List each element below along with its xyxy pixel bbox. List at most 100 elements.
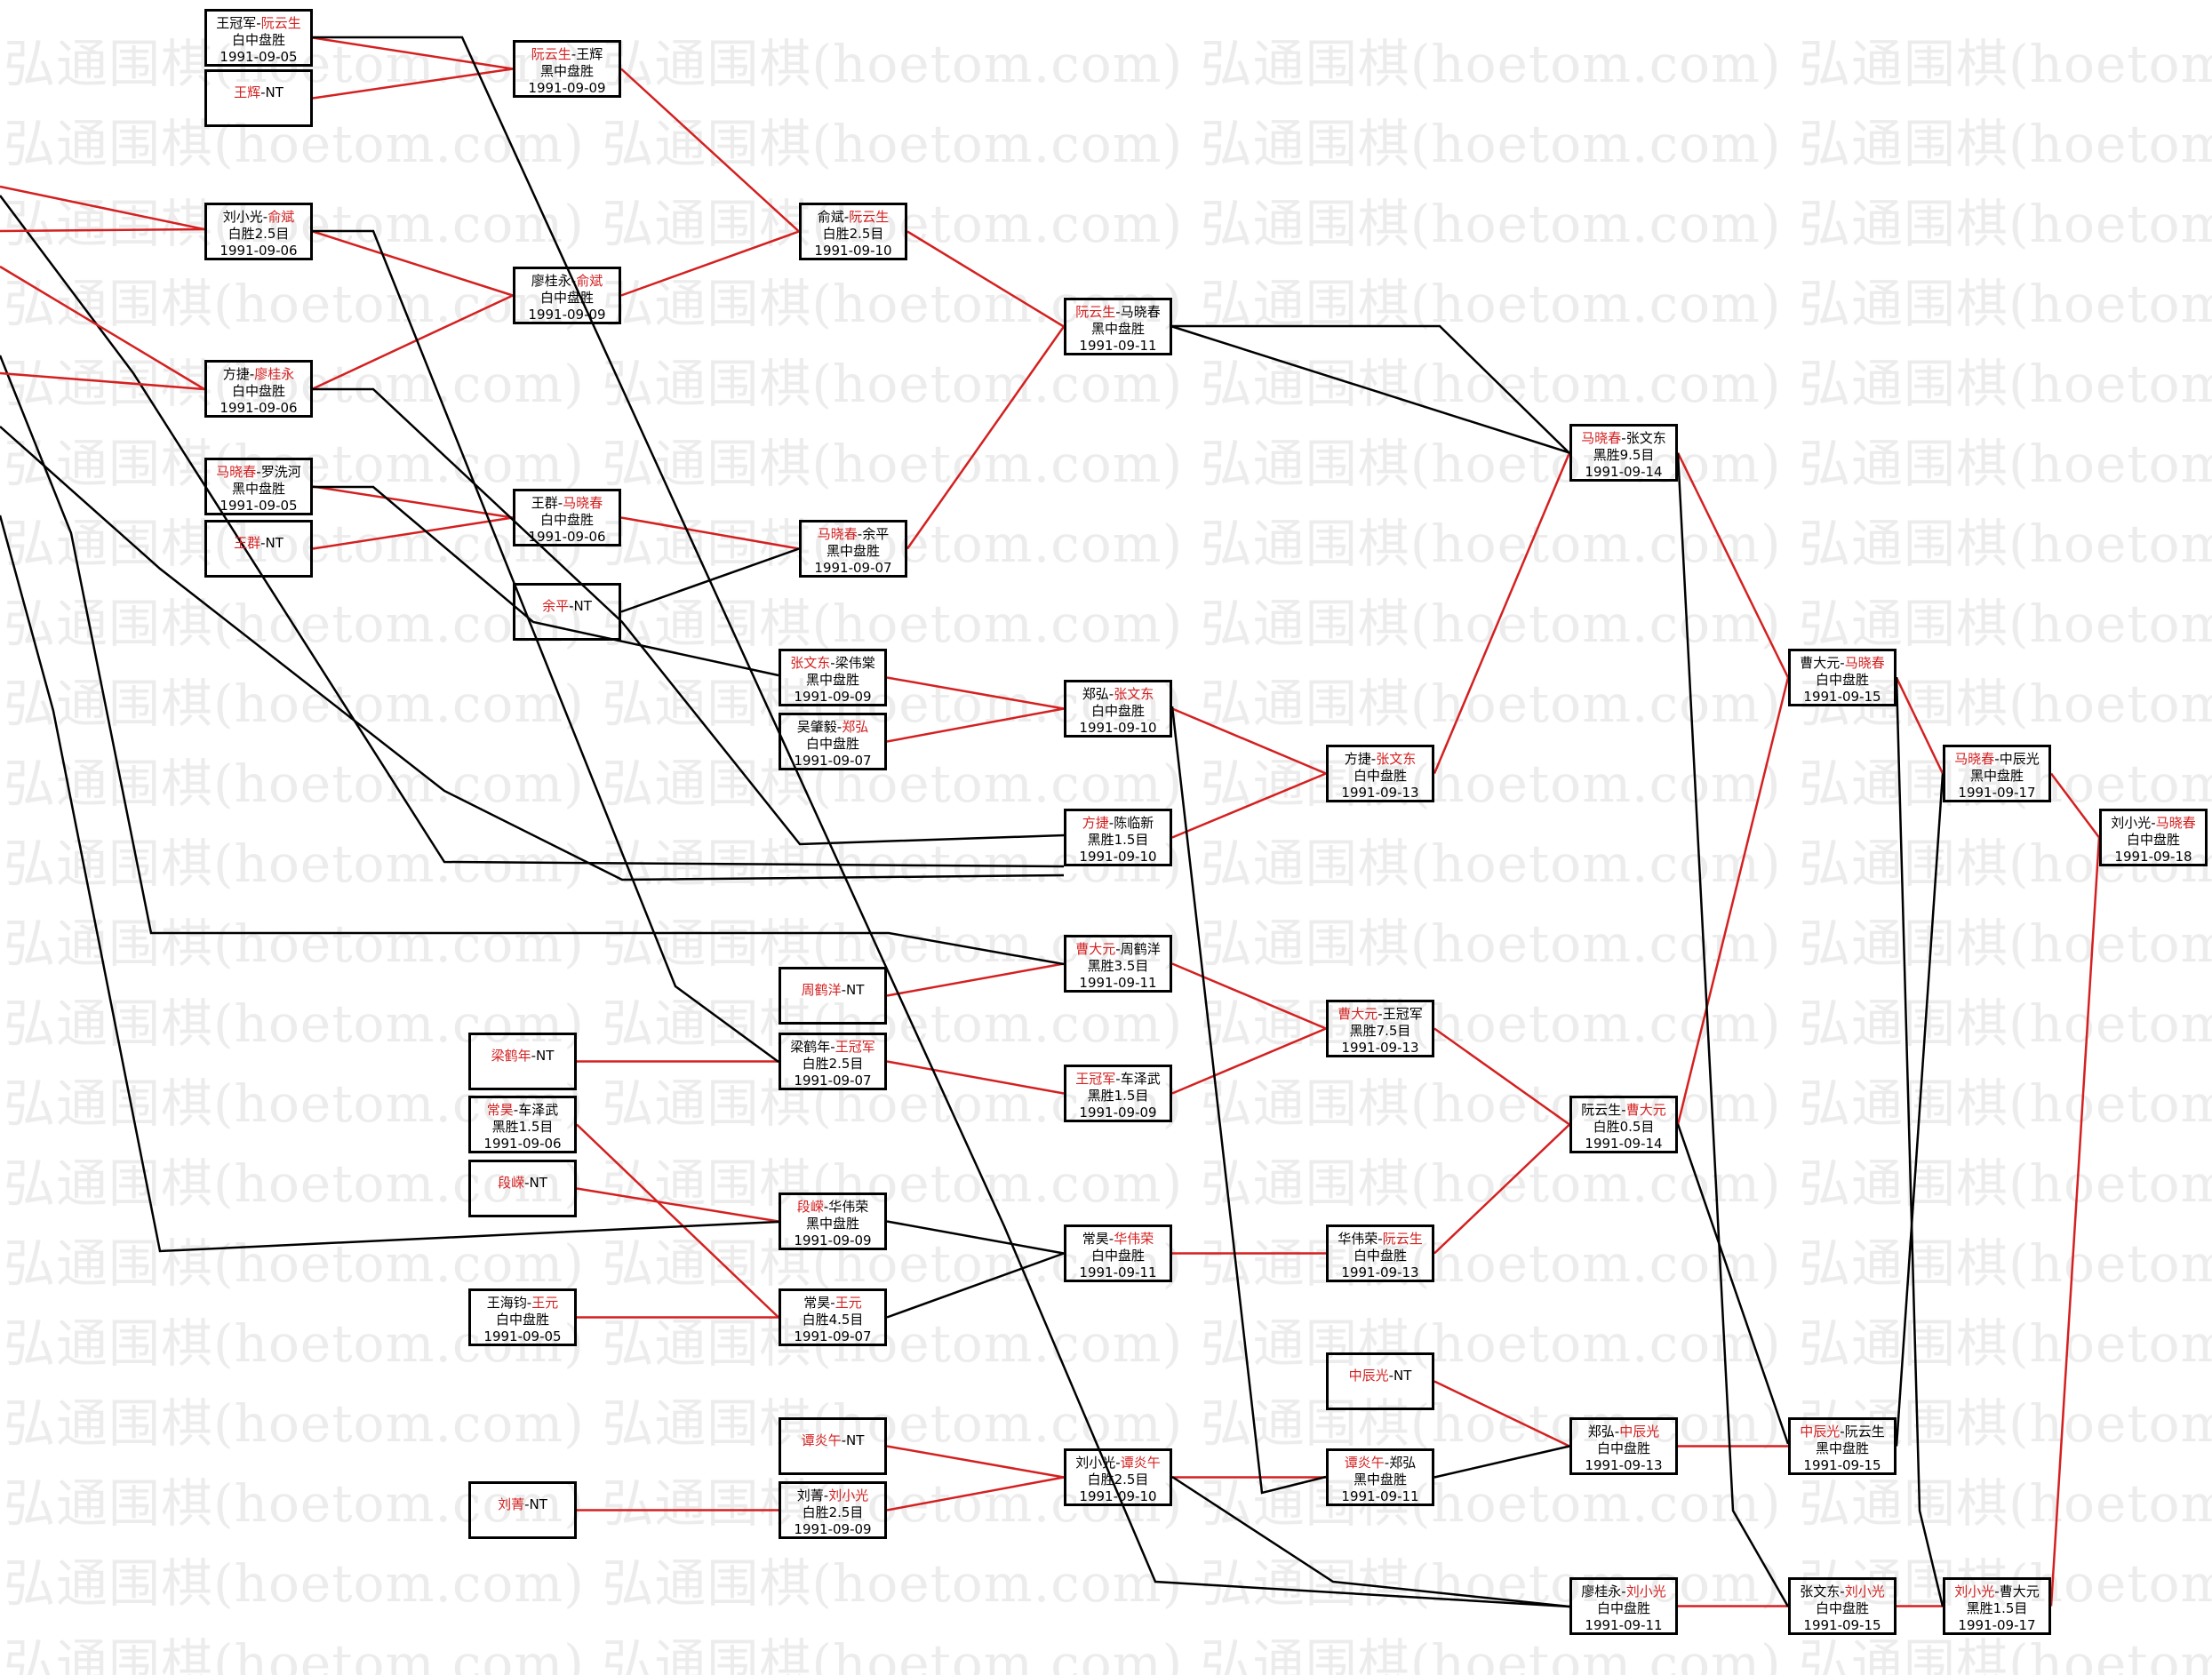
player-black: 中辰光 — [1800, 1424, 1841, 1440]
game-players: 方捷-张文东 — [1329, 751, 1432, 768]
player-black: 梁鹤年 — [491, 1048, 531, 1064]
player-white: 马晓春 — [1120, 304, 1161, 320]
player-black: 谭炎午 — [801, 1432, 842, 1448]
player-black: 王辉 — [234, 84, 261, 100]
game-result: 白胜2.5目 — [228, 226, 290, 242]
game-players: 中辰光-阮云生 — [1791, 1424, 1894, 1440]
game-date: 1991-09-18 — [2114, 849, 2192, 865]
dash: - — [1108, 815, 1114, 831]
dash: - — [1614, 1424, 1620, 1440]
game-result: 白中盘胜 — [1815, 1600, 1869, 1616]
player-black: 马晓春 — [1581, 430, 1622, 446]
game-result: 白胜2.5目 — [822, 226, 884, 242]
game-result: 白中盘胜 — [231, 32, 285, 48]
dash: - — [262, 209, 268, 225]
bracket-line — [0, 265, 205, 391]
bracket-line — [1676, 677, 1790, 1125]
bracket-line — [0, 195, 1065, 868]
bracket-line — [620, 230, 800, 297]
game-result: 白中盘胜 — [1353, 1248, 1407, 1264]
player-white: -NT — [531, 1048, 555, 1064]
player-white: 罗洗河 — [260, 464, 301, 480]
dash: - — [1621, 1583, 1626, 1599]
game-result: 白中盘胜 — [1596, 1600, 1650, 1616]
player-black: 俞斌 — [817, 209, 844, 225]
player-black: 张文东 — [1800, 1583, 1841, 1599]
bracket-line — [313, 229, 779, 1064]
player-white: 刘小光 — [1844, 1583, 1885, 1599]
dash: - — [1108, 1231, 1114, 1247]
game-result: 白中盘胜 — [1353, 768, 1407, 784]
dash: - — [249, 366, 255, 382]
game-players: 曹大元-周鹤洋 — [1066, 941, 1170, 958]
game-players: 王冠军-阮云生 — [207, 15, 310, 32]
bracket-line — [313, 36, 1570, 1608]
bracket-line — [886, 1445, 1065, 1479]
player-white: -NT — [524, 1496, 547, 1512]
game-players: 方捷-陈临新 — [1066, 815, 1170, 832]
player-white: 王冠军 — [1382, 1006, 1423, 1022]
game-box: 刘菁-NT — [468, 1481, 577, 1539]
game-date: 1991-09-13 — [1341, 1264, 1419, 1280]
bracket-line — [312, 294, 514, 390]
game-players: 郑弘-中辰光 — [1572, 1424, 1675, 1440]
dash: - — [1621, 1102, 1626, 1118]
game-date: 1991-09-13 — [1341, 1040, 1419, 1056]
game-result: 白胜2.5目 — [1087, 1472, 1149, 1488]
player-white: 曹大元 — [1999, 1583, 2040, 1599]
game-date: 1991-09-17 — [1958, 785, 2036, 801]
player-white: 张文东 — [1625, 430, 1666, 446]
game-date: 1991-09-09 — [794, 1521, 872, 1537]
player-black: 王冠军 — [216, 15, 257, 31]
game-result: 白中盘胜 — [539, 290, 594, 306]
game-players: 郑弘-张文东 — [1066, 686, 1170, 703]
dash: - — [1108, 686, 1114, 702]
player-black: 马晓春 — [817, 526, 858, 542]
game-date: 1991-09-17 — [1958, 1617, 2036, 1633]
player-white: 王元 — [834, 1295, 862, 1311]
game-players: 曹大元-王冠军 — [1329, 1006, 1432, 1023]
game-date: 1991-09-06 — [220, 400, 298, 416]
dash: - — [1840, 1424, 1845, 1440]
game-date: 1991-09-05 — [483, 1328, 562, 1344]
game-date: 1991-09-06 — [483, 1136, 562, 1152]
bracket-line — [1170, 706, 1327, 1495]
game-players: 曹大元-马晓春 — [1791, 655, 1894, 672]
player-black: 吴肇毅 — [796, 719, 837, 735]
player-white: 华伟荣 — [828, 1199, 869, 1215]
game-result: 黑中盘胜 — [1353, 1472, 1407, 1488]
player-white: 马晓春 — [2155, 815, 2196, 831]
game-result: 白胜4.5目 — [802, 1312, 864, 1328]
player-white: 廖桂永 — [254, 366, 295, 382]
game-result: 白中盘胜 — [495, 1312, 549, 1328]
game-result: 白中盘胜 — [1090, 1248, 1145, 1264]
player-white: -NT — [841, 982, 865, 998]
game-players: 梁鹤年-王冠军 — [781, 1039, 884, 1056]
bracket-line — [1171, 1475, 1570, 1608]
game-result: 黑中盘胜 — [1969, 768, 2024, 784]
player-black: 方捷 — [1082, 815, 1109, 831]
player-white: 中辰光 — [1999, 751, 2040, 767]
bracket-line — [1433, 1445, 1570, 1479]
bracket-line — [1433, 1123, 1570, 1255]
game-players: 中辰光-NT — [1329, 1368, 1432, 1384]
bracket-line — [1433, 452, 1571, 774]
game-date: 1991-09-11 — [1079, 975, 1157, 991]
game-date: 1991-09-06 — [220, 243, 298, 259]
bracket-line — [886, 962, 1065, 997]
game-result: 白中盘胜 — [2126, 832, 2180, 848]
player-black: 常昊 — [1082, 1231, 1109, 1247]
player-black: 刘小光 — [222, 209, 263, 225]
bracket-line — [1171, 325, 1570, 454]
